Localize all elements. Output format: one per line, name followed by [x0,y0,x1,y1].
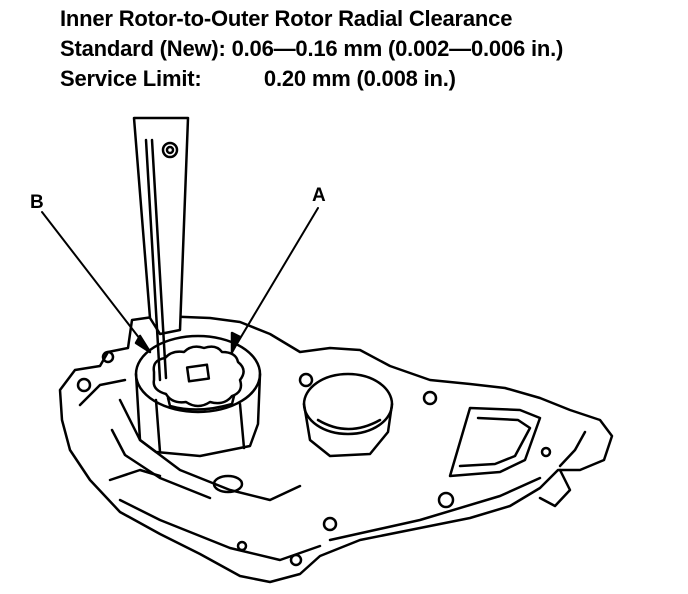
relief-channel [448,406,542,478]
callout-a-label: A [312,185,326,206]
bolt-hole-icon [540,446,552,458]
spec-title: Inner Rotor-to-Outer Rotor Radial Cleara… [60,6,513,31]
rotor-drive-slot [185,363,211,383]
leader-line-a [231,207,319,353]
standard-label: Standard (New): [60,36,226,61]
feeler-gauge [132,116,190,382]
housing-bore [302,372,394,436]
service-limit-label: Service Limit: [60,66,202,91]
standard-value: 0.06—0.16 mm (0.002—0.006 in.) [231,36,564,61]
bolt-hole-icon [76,377,92,393]
bolt-hole-icon [322,516,338,532]
spec-standard-row: Standard (New): 0.06—0.16 mm (0.002—0.00… [60,34,563,64]
pump-housing [58,314,614,584]
rotor-cylinder [134,372,262,458]
callout-b-label: B [30,192,44,213]
service-limit-value: 0.20 mm (0.008 in.) [263,66,456,91]
bolt-hole-icon [289,553,303,567]
bolt-hole-icon [101,350,115,364]
inner-rotor-gear [152,345,245,408]
leader-arrow-b [134,334,152,354]
leader-line-b [41,211,151,353]
spec-block: Inner Rotor-to-Outer Rotor Radial Cleara… [60,4,563,94]
rotor-assembly [134,334,262,458]
bolt-hole-icon [298,372,314,388]
bolt-hole-icon [437,491,455,509]
feeler-gauge-blade [144,138,162,382]
spec-limit-row: Service Limit: 0.20 mm (0.008 in.) [60,64,563,94]
bolt-hole-icon [236,540,248,552]
feeler-gauge-pivot-icon [161,141,179,159]
bolt-hole-icon [422,390,438,406]
